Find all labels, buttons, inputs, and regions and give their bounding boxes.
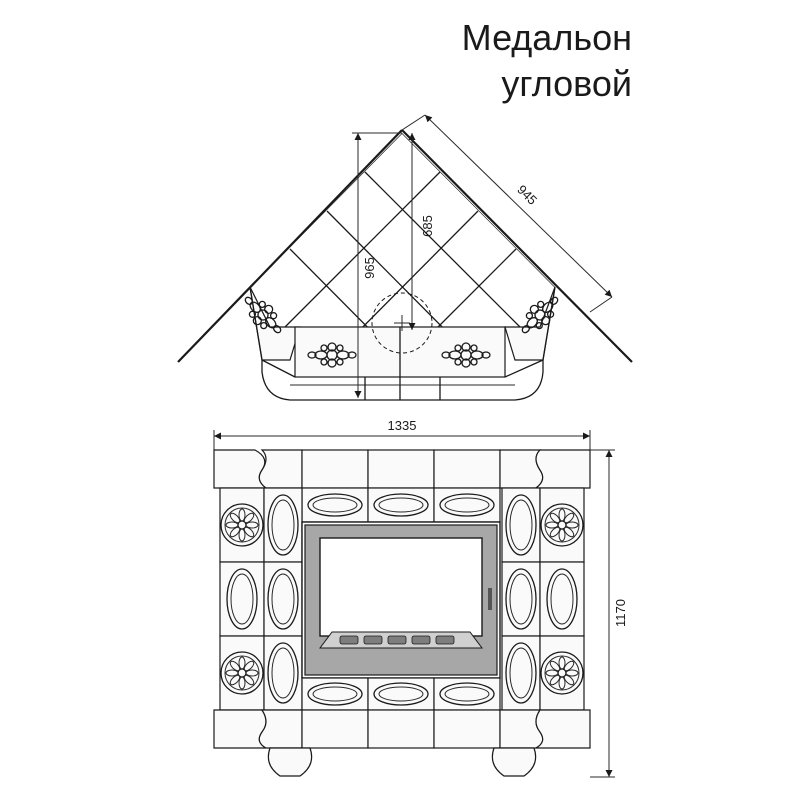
left-inner-tile-2 (263, 561, 303, 637)
plan-flue-circle (371, 292, 433, 354)
frieze-top-3 (433, 487, 501, 523)
left-inner-tile-1 (263, 487, 303, 563)
crown-left-column (258, 449, 303, 489)
right-inner-tile-3 (501, 635, 541, 711)
plan-view: 965 685 945 (177, 114, 633, 401)
dim-label-685: 685 (420, 215, 435, 237)
left-outer-tile-1 (219, 487, 265, 563)
base-tile-2 (367, 709, 435, 749)
right-outer-tile-3 (539, 635, 585, 711)
base-tile-3 (433, 709, 501, 749)
dim-label-945: 945 (514, 182, 540, 208)
left-outer-tile-3 (219, 635, 265, 711)
right-inner-tile-2 (501, 561, 541, 637)
base-left-column (258, 709, 303, 749)
front-elevation: 1335 1170 (213, 418, 628, 778)
plan-plinth (261, 360, 544, 401)
plan-wall-left (177, 129, 403, 363)
frieze-top-2 (367, 487, 435, 523)
crown-tile-1 (301, 449, 369, 489)
right-outer-tile-1 (539, 487, 585, 563)
crown-right-corner (534, 449, 591, 489)
crown-left-corner (213, 449, 268, 489)
foot-left (267, 747, 313, 777)
crown-tile-2 (367, 449, 435, 489)
base-right-column (499, 709, 544, 749)
dim-label-1170: 1170 (613, 599, 628, 627)
right-inner-tile-1 (501, 487, 541, 563)
dim-label-1335: 1335 (388, 418, 417, 433)
base-right-corner (535, 709, 591, 749)
left-inner-tile-3 (263, 635, 303, 711)
base-tile-1 (301, 709, 369, 749)
frieze-top-1 (301, 487, 369, 523)
plan-left-tile (249, 286, 301, 361)
firebox-glass (319, 537, 483, 637)
crown-tile-3 (433, 449, 501, 489)
dim-label-965: 965 (362, 257, 377, 279)
title-line-1: Медальон (462, 17, 632, 58)
dim-line-945 (424, 114, 613, 298)
base-left-corner (213, 709, 267, 749)
firebox-handle (488, 588, 492, 610)
title-line-2: угловой (501, 63, 632, 104)
foot-right (491, 747, 537, 777)
